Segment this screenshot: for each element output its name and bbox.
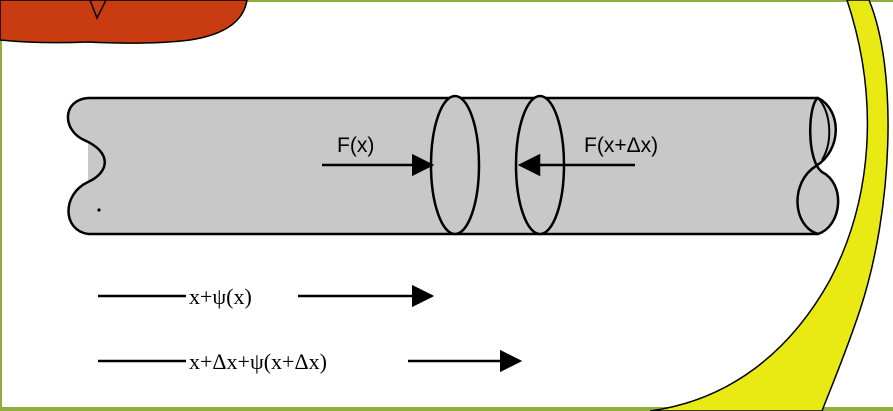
surface-dot — [97, 208, 101, 212]
force-label-right: F(x+Δx) — [584, 134, 658, 157]
left-break-end — [66, 96, 106, 236]
displacement-label-top: x+ψ(x) — [189, 284, 252, 309]
force-label-left: F(x) — [337, 134, 374, 157]
red-callout-shape — [0, 0, 248, 44]
displacement-label-bottom: x+Δx+ψ(x+Δx) — [189, 349, 327, 374]
right-break-end — [796, 96, 840, 236]
cross-section-left — [429, 94, 481, 236]
yellow-callout-shape — [649, 0, 889, 411]
